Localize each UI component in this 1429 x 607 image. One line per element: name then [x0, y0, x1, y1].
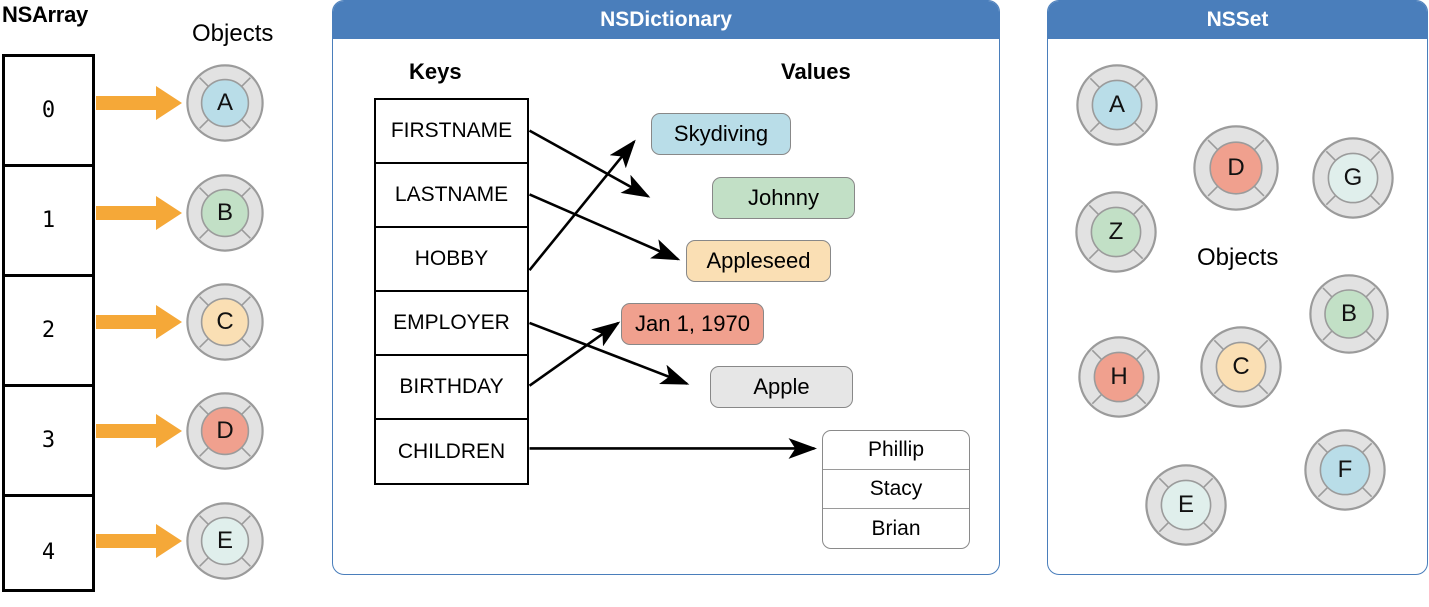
- object-ring-icon: [1312, 137, 1394, 219]
- array-objects-label: Objects: [192, 20, 274, 47]
- object-token: A: [186, 64, 264, 142]
- array-index-value: 0: [41, 98, 56, 123]
- object-ring-icon: [1193, 125, 1279, 211]
- object-token: B: [186, 174, 264, 252]
- arrow-birthday-to-date: [528, 321, 621, 387]
- array-reference-arrow: [96, 302, 184, 342]
- object-token: C: [186, 283, 264, 361]
- object-ring-icon: [186, 502, 264, 580]
- value-box[interactable]: Johnny: [712, 177, 855, 219]
- object-ring-icon: [1200, 326, 1282, 408]
- object-token: B: [1309, 274, 1389, 354]
- key-cell[interactable]: LASTNAME: [376, 164, 527, 228]
- value-label: Johnny: [748, 185, 819, 210]
- array-index-value: 4: [41, 539, 56, 565]
- object-ring-icon: [1075, 191, 1157, 273]
- keys-table: FIRSTNAME LASTNAME HOBBY EMPLOYER BIRTHDAY CH…: [374, 98, 529, 485]
- object-token: E: [186, 502, 264, 580]
- nsarray-title: NSArray: [2, 2, 88, 27]
- object-token: C: [1200, 326, 1282, 408]
- object-ring-icon: [186, 283, 264, 361]
- key-cell[interactable]: FIRSTNAME: [376, 100, 527, 164]
- object-token: F: [1304, 429, 1386, 511]
- object-ring-icon: [1076, 64, 1158, 146]
- value-box[interactable]: Appleseed: [686, 240, 831, 282]
- value-label: Jan 1, 1970: [635, 311, 750, 336]
- object-ring-icon: [186, 64, 264, 142]
- object-token: D: [1193, 125, 1279, 211]
- array-reference-arrow: [96, 83, 184, 123]
- object-token: E: [1145, 464, 1227, 546]
- object-ring-icon: [1145, 464, 1227, 546]
- arrow-hobby-to-skydiving: [528, 139, 636, 271]
- array-index-value: 2: [41, 318, 56, 343]
- values-column-label: Values: [781, 59, 851, 84]
- object-ring-icon: [186, 392, 264, 470]
- child-label: Stacy: [869, 477, 923, 500]
- array-index-cell[interactable]: 1: [5, 167, 92, 277]
- child-label: Brian: [871, 516, 921, 540]
- array-index-cell[interactable]: 3: [5, 387, 92, 497]
- key-label: FIRSTNAME: [390, 119, 513, 142]
- key-label: BIRTHDAY: [399, 375, 504, 398]
- child-label: Phillip: [867, 438, 925, 461]
- object-token: D: [186, 392, 264, 470]
- array-index-table: 0 1 2 3 4: [2, 54, 95, 592]
- value-box[interactable]: Jan 1, 1970: [621, 303, 764, 345]
- object-token: G: [1312, 137, 1394, 219]
- array-index-cell[interactable]: 2: [5, 277, 92, 387]
- key-label: EMPLOYER: [393, 311, 510, 334]
- key-cell[interactable]: CHILDREN: [376, 420, 527, 484]
- key-cell[interactable]: HOBBY: [376, 228, 527, 292]
- child-cell[interactable]: Phillip: [823, 431, 969, 470]
- value-box[interactable]: Apple: [710, 366, 853, 408]
- object-ring-icon: [186, 174, 264, 252]
- arrow-firstname-to-johnny: [528, 129, 651, 198]
- array-index-cell[interactable]: 4: [5, 497, 92, 607]
- key-cell[interactable]: EMPLOYER: [376, 292, 527, 356]
- keys-column-label: Keys: [409, 59, 462, 84]
- object-ring-icon: [1309, 274, 1389, 354]
- array-index-cell[interactable]: 0: [5, 57, 92, 167]
- array-reference-arrow: [96, 521, 184, 561]
- object-ring-icon: [1304, 429, 1386, 511]
- key-label: LASTNAME: [394, 183, 509, 206]
- array-index-value: 3: [41, 428, 56, 453]
- nsdictionary-panel: NSDictionary Keys Values FIRSTNAME LASTNA…: [332, 0, 1000, 575]
- nsset-body: Objects A D G Z B: [1048, 39, 1427, 574]
- key-label: HOBBY: [414, 247, 489, 270]
- nsset-header: NSSet: [1048, 1, 1427, 39]
- value-label: Apple: [753, 374, 810, 399]
- nsdictionary-body: Keys Values FIRSTNAME LASTNAME HOBBY EMPLOY…: [333, 39, 999, 574]
- object-token: H: [1078, 336, 1160, 418]
- array-reference-arrow: [96, 193, 184, 233]
- arrow-lastname-to-appleseed: [528, 193, 681, 261]
- value-label: Appleseed: [706, 248, 811, 273]
- child-cell[interactable]: Stacy: [823, 470, 969, 509]
- set-objects-label: Objects: [1197, 244, 1279, 271]
- child-cell[interactable]: Brian: [823, 509, 969, 548]
- object-token: A: [1076, 64, 1158, 146]
- value-label: Skydiving: [673, 121, 769, 146]
- array-reference-arrow: [96, 411, 184, 451]
- key-cell[interactable]: BIRTHDAY: [376, 356, 527, 420]
- nsset-panel: NSSet Objects A D G Z: [1047, 0, 1428, 575]
- nsdictionary-header: NSDictionary: [333, 1, 999, 39]
- value-box[interactable]: Skydiving: [651, 113, 791, 155]
- array-index-value: 1: [41, 208, 56, 233]
- key-label: CHILDREN: [397, 440, 506, 463]
- object-token: Z: [1075, 191, 1157, 273]
- object-ring-icon: [1078, 336, 1160, 418]
